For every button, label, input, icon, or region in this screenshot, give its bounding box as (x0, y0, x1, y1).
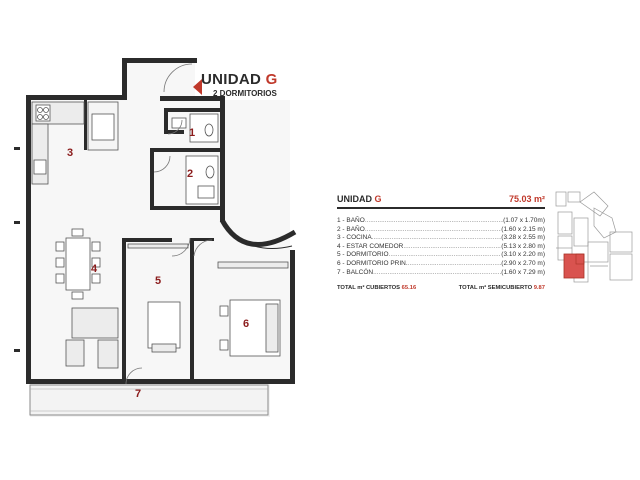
legend-dots (365, 217, 503, 226)
legend-room-name: 6 - DORMITORIO PRIN. (337, 259, 408, 267)
room-label-1: 1 (189, 127, 196, 139)
room-label-6: 6 (243, 318, 250, 330)
unit-title-letter: G (265, 71, 278, 88)
legend-header: UNIDAD G 75.03 m² (337, 194, 545, 204)
legend-room-name: 3 - COCINA (337, 234, 372, 242)
legend-rule (337, 207, 545, 209)
unit-title-block: UNIDAD G 2 DORMITORIOS (201, 71, 278, 98)
legend-room-name: 5 - DORMITORIO (337, 251, 389, 259)
total-semicovered-value: 9.87 (533, 285, 545, 292)
legend-room-dims: (3.10 x 2.20 m) (501, 251, 545, 259)
entrance-marker-icon (193, 79, 202, 95)
legend-room-name: 7 - BALCÓN (337, 268, 374, 276)
legend-row: 4 - ESTAR COMEDOR (5.13 x 2.80 m) (337, 243, 545, 252)
curved-wall (219, 218, 297, 247)
kitchen-counters (31, 101, 119, 185)
sofa-set (65, 307, 119, 369)
room-label-7: 7 (135, 388, 142, 400)
unit-title-word: UNIDAD (201, 71, 262, 88)
legend-row: 2 - BAÑO (1.60 x 2.15 m) (337, 226, 545, 235)
legend-dots (373, 269, 501, 278)
legend-row: 3 - COCINA (3.28 x 2.55 m) (337, 234, 545, 243)
balcony (29, 384, 269, 416)
bed-5 (127, 243, 189, 353)
interior-walls (84, 100, 222, 380)
legend-dots (389, 251, 502, 260)
legend-rows: 1 - BAÑO (1.07 x 1.70m) 2 - BAÑO (1.60 x 2… (337, 217, 545, 277)
curved-wall-inner (229, 231, 293, 249)
legend-total-area: 75.03 m² (508, 194, 545, 204)
bed-6 (217, 261, 289, 357)
unit-subtitle: 2 DORMITORIOS (213, 89, 277, 98)
legend-dots (372, 234, 502, 243)
building-key-map (555, 191, 633, 283)
legend-title-word: UNIDAD (337, 194, 372, 204)
total-semicovered-label: TOTAL m² SEMICUBIERTO (458, 285, 533, 292)
total-covered-label: TOTAL m² CUBIERTOS (337, 285, 401, 292)
guide-ticks (14, 147, 20, 352)
legend-room-name: 4 - ESTAR COMEDOR (337, 242, 404, 250)
room-label-2: 2 (187, 168, 194, 180)
room-label-3: 3 (67, 147, 74, 159)
legend-row: 1 - BAÑO (1.07 x 1.70m) (337, 217, 545, 226)
legend-room-name: 1 - BAÑO (337, 217, 365, 224)
legend-room-dims: (5.13 x 2.80 m) (501, 242, 545, 250)
room-legend: UNIDAD G 75.03 m² 1 - BAÑO (1.07 x 1.70m)… (337, 194, 545, 291)
legend-dots (408, 260, 502, 269)
exterior-walls (26, 58, 295, 384)
legend-row: 6 - DORMITORIO PRIN. (2.90 x 2.70 m) (337, 260, 545, 269)
legend-room-dims: (1.60 x 7.29 m) (501, 268, 545, 276)
legend-room-dims: (1.60 x 2.15 m) (501, 225, 545, 233)
legend-room-dims: (3.28 x 2.55 m) (501, 234, 545, 242)
legend-room-dims: (1.07 x 1.70m) (503, 217, 545, 224)
room-label-5: 5 (155, 275, 162, 287)
unit-highlight (563, 253, 585, 279)
legend-title-letter: G (374, 194, 382, 204)
legend-title: UNIDAD G (337, 194, 382, 204)
legend-row: 7 - BALCÓN (1.60 x 7.29 m) (337, 269, 545, 278)
total-semicovered: TOTAL m² SEMICUBIERTO 9.87 (459, 285, 545, 291)
legend-row: 5 - DORMITORIO (3.10 x 2.20 m) (337, 251, 545, 260)
total-covered: TOTAL m² CUBIERTOS 65.16 (337, 285, 416, 291)
legend-dots (365, 226, 501, 235)
dining-table (55, 228, 101, 300)
bath-fixtures (171, 113, 219, 205)
doors (125, 63, 213, 385)
total-covered-value: 65.16 (401, 285, 417, 292)
legend-totals: TOTAL m² CUBIERTOS 65.16 TOTAL m² SEMICU… (337, 285, 545, 291)
legend-dots (403, 243, 501, 252)
room-label-4: 4 (91, 263, 98, 275)
legend-room-dims: (2.90 x 2.70 m) (501, 259, 545, 267)
legend-room-name: 2 - BAÑO (337, 225, 365, 233)
unit-title: UNIDAD G (201, 71, 278, 88)
